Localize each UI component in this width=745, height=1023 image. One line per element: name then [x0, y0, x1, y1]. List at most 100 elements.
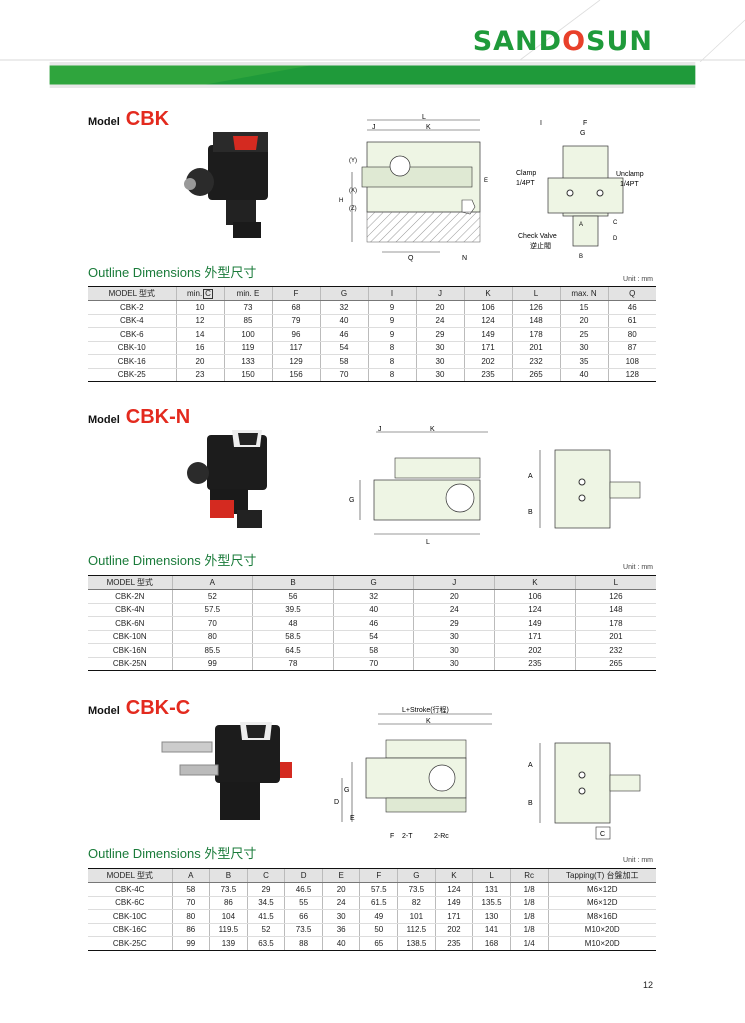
dim-label-k: K [426, 124, 431, 131]
value-cell: 50 [359, 923, 398, 937]
column-header: J [415, 286, 464, 301]
value-cell: 40 [319, 314, 368, 328]
model-prefix: Model [88, 414, 120, 426]
value-cell: 40 [559, 368, 608, 382]
section-cbk-n-outline-title: Outline Dimensions 外型尺寸 [88, 553, 257, 568]
value-cell: 35 [559, 354, 608, 369]
dim-label-j: J [378, 426, 382, 433]
column-header: min.C [175, 286, 224, 301]
value-cell: 1/8 [509, 896, 548, 910]
column-header: E [321, 868, 360, 883]
column-header: D [284, 868, 323, 883]
value-cell: 36 [321, 923, 360, 937]
value-cell: 16 [175, 341, 224, 355]
section-cbk-c-unit: Unit : mm [623, 857, 653, 864]
value-cell: 73.5 [284, 923, 323, 937]
value-cell: 24 [321, 896, 360, 910]
value-cell: 49 [359, 909, 398, 924]
dim-label-e: E [350, 815, 355, 822]
column-header-label: J [438, 289, 442, 298]
value-cell: 20 [413, 589, 495, 604]
dim-label-f: F [390, 833, 394, 840]
column-header: Tapping(T) 台盤加工 [547, 868, 656, 883]
value-cell: 1/8 [509, 923, 548, 937]
value-cell: M10×20D [547, 923, 656, 937]
cbk-n-product-photo [187, 430, 267, 528]
column-header-label: J [452, 578, 457, 587]
model-cell: CBK-2N [88, 589, 172, 604]
value-cell: 112.5 [397, 923, 436, 937]
column-header-label: Tapping(T) 台盤加工 [566, 871, 639, 880]
dim-label-h: H [339, 198, 343, 204]
model-cell: CBK-4C [88, 882, 172, 897]
value-cell: 99 [171, 657, 253, 671]
model-cell: CBK-16N [88, 643, 172, 658]
cbk-c-side-drawing: L+Stroke(行程) K G D E F 2-T 2-Rc [334, 705, 492, 840]
dim-label-l: L [426, 539, 430, 546]
value-cell: 9 [367, 314, 416, 328]
value-cell: 202 [463, 354, 512, 369]
value-cell: 126 [574, 589, 656, 604]
column-header-label: L [613, 578, 619, 587]
value-cell: M6×12D [547, 882, 656, 897]
logo-text-left: SAND [472, 26, 563, 57]
value-cell: 99 [171, 936, 210, 951]
column-header-label: min. E [236, 289, 260, 298]
value-cell: 70 [332, 657, 414, 671]
value-cell: 82 [397, 896, 436, 910]
dim-label-j: J [372, 124, 376, 131]
value-cell: 117 [271, 341, 320, 355]
value-cell: 87 [607, 341, 656, 355]
value-cell: 235 [494, 657, 576, 671]
value-cell: 8 [367, 354, 416, 369]
value-cell: 156 [271, 368, 320, 382]
value-cell: 30 [415, 354, 464, 369]
value-cell: 30 [413, 643, 495, 658]
page-number: 12 [642, 980, 653, 990]
value-cell: 68 [271, 300, 320, 315]
dim-label-y: (Y) [349, 158, 357, 164]
header-box-label: C [203, 288, 213, 299]
value-cell: 52 [246, 923, 285, 937]
dim-label-d: D [334, 799, 339, 806]
column-header-label: MODEL 型式 [108, 289, 155, 298]
model-cell: CBK-25 [88, 368, 176, 382]
model-prefix: Model [88, 116, 120, 128]
value-cell: 106 [494, 589, 576, 604]
value-cell: 108 [607, 354, 656, 369]
sandsun-logo: SANDOSUN [473, 26, 653, 57]
value-cell: 202 [434, 923, 473, 937]
value-cell: 202 [494, 643, 576, 658]
value-cell: 9 [367, 300, 416, 315]
column-header-label: G [340, 289, 348, 298]
column-header-label: F [293, 289, 299, 298]
dim-label-c: C [613, 220, 618, 226]
dim-label-g: G [349, 497, 354, 504]
value-cell: 148 [511, 314, 560, 328]
model-name: CBK-C [125, 697, 191, 719]
column-header-label: min. [187, 288, 203, 298]
column-header-label: L [489, 871, 494, 880]
column-header-label: A [188, 871, 194, 880]
label-clamp: Clamp [516, 170, 536, 177]
model-cell: CBK-10C [88, 909, 172, 924]
value-cell: 168 [472, 936, 511, 951]
value-cell: 106 [463, 300, 512, 315]
value-cell: 232 [574, 643, 656, 658]
column-header: G [397, 868, 436, 883]
model-cell: CBK-10N [88, 630, 172, 644]
value-cell: 96 [271, 327, 320, 342]
dim-label-e: E [484, 178, 488, 184]
column-header: G [319, 286, 368, 301]
dim-label-b: B [528, 800, 533, 807]
column-header: B [252, 575, 334, 590]
value-cell: 104 [209, 909, 248, 924]
